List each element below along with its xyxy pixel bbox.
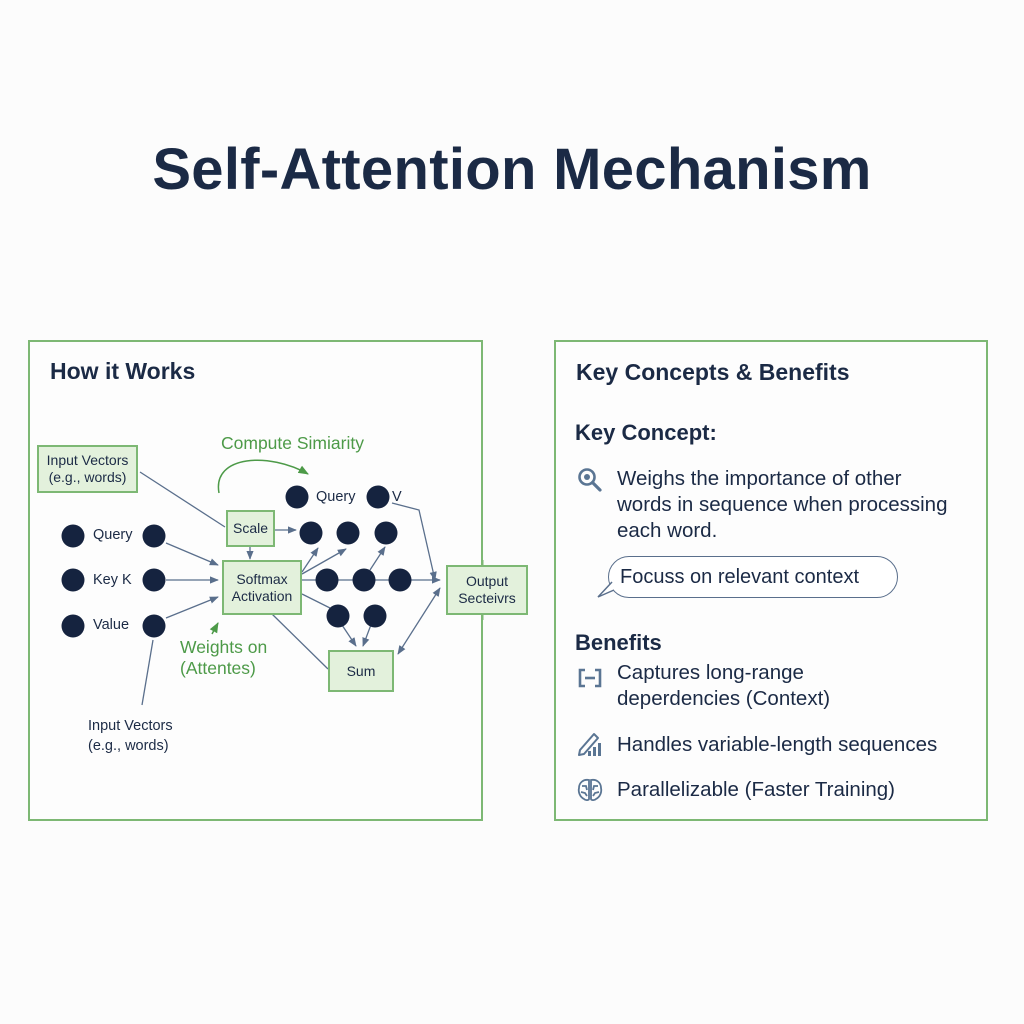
- node-row2-a: [315, 568, 339, 592]
- node-row2-b: [352, 568, 376, 592]
- node-row1-b: [336, 521, 360, 545]
- node-row3-b: [363, 604, 387, 628]
- node-row1-a: [299, 521, 323, 545]
- weights-label: Weights on(Attentes): [180, 637, 267, 679]
- key-concept-heading: Key Concept:: [575, 420, 717, 445]
- node-query-left: [61, 524, 85, 548]
- bottom-input-line1: Input Vectors: [88, 718, 173, 734]
- output-line1: Output: [465, 573, 508, 589]
- softmax-line2: Activation: [231, 587, 293, 604]
- connector-input-to-scale: [139, 471, 226, 528]
- weights-arrow: [209, 622, 219, 635]
- node-row3-a: [326, 604, 350, 628]
- benefit-item: Handles variable-length sequences: [617, 733, 938, 756]
- benefit-1-line1: Captures long-range: [617, 661, 804, 684]
- input-vectors-line1: Input Vectors: [46, 452, 129, 468]
- node-row2-c: [388, 568, 412, 592]
- connector-softmax-to-node2: [301, 548, 347, 575]
- connector-query-to-softmax: [165, 542, 219, 566]
- connector-v-to-output: [391, 502, 437, 581]
- node-value-right: [142, 614, 166, 638]
- node-value-left: [61, 614, 85, 638]
- benefit-item: Parallelizable (Faster Training): [617, 778, 896, 801]
- top-v-label: V: [392, 489, 402, 505]
- node-top-query: [285, 485, 309, 509]
- node-key-right: [142, 568, 166, 592]
- compute-similarity-arrow: [217, 459, 309, 494]
- concept-description: Weighs the importance of other words in …: [617, 466, 947, 544]
- input-vectors-line2: (e.g., words): [48, 469, 127, 485]
- connector-node-to-node3: [369, 546, 386, 571]
- node-top-v: [366, 485, 390, 509]
- compute-similarity-label: Compute Simiarity: [221, 433, 364, 453]
- output-line2: Secteivrs: [458, 590, 516, 606]
- node-row1-c: [374, 521, 398, 545]
- benefits-heading: Benefits: [575, 630, 662, 655]
- weights-line1: Weights on: [180, 637, 268, 657]
- connector-softmax-to-sum: [271, 613, 329, 670]
- key-label: Key K: [93, 572, 132, 588]
- softmax-line1: Softmax: [236, 570, 288, 587]
- key-concepts-heading: Key Concepts & Benefits: [576, 359, 850, 385]
- pencil-chart-icon: [578, 733, 601, 756]
- speech-bubble-tail: [597, 581, 615, 598]
- connector-sum-output: [397, 587, 441, 655]
- concept-line2: words in sequence when processing: [617, 493, 948, 516]
- bottom-input-line2: (e.g., words): [88, 738, 169, 754]
- query-label: Query: [93, 527, 133, 543]
- connector-softmax-to-lower: [301, 593, 331, 609]
- connector-softmax-to-node1: [301, 547, 319, 573]
- connector-value-to-bottom-input: [141, 639, 154, 706]
- node-query-right: [142, 524, 166, 548]
- weights-line2: (Attentes): [180, 658, 256, 678]
- concept-line1: Weighs the importance of other: [617, 467, 902, 490]
- sum-label: Sum: [346, 662, 376, 679]
- magnifier-icon: [578, 468, 602, 492]
- scale-label: Scale: [232, 520, 269, 536]
- page-title: Self-Attention Mechanism: [152, 137, 872, 202]
- concept-line3: each word.: [617, 519, 718, 542]
- scale-box: Scale: [226, 510, 275, 547]
- value-label: Value: [93, 617, 130, 633]
- sum-box: Sum: [328, 650, 394, 692]
- bracket-icon: [578, 668, 602, 688]
- connector-value-to-softmax: [165, 596, 219, 619]
- top-query-label: Query: [316, 489, 356, 505]
- speech-bubble: Focuss on relevant context: [608, 556, 898, 598]
- how-it-works-heading: How it Works: [50, 358, 196, 384]
- benefit-1-line2: deperdencies (Context): [617, 687, 831, 710]
- bottom-input-vectors-label: Input Vectors (e.g., words): [88, 716, 173, 756]
- benefit-item: Captures long-range deperdencies (Contex…: [617, 660, 830, 712]
- input-vectors-box: Input Vectors(e.g., words): [37, 445, 138, 493]
- brain-icon: [577, 778, 603, 802]
- node-key-left: [61, 568, 85, 592]
